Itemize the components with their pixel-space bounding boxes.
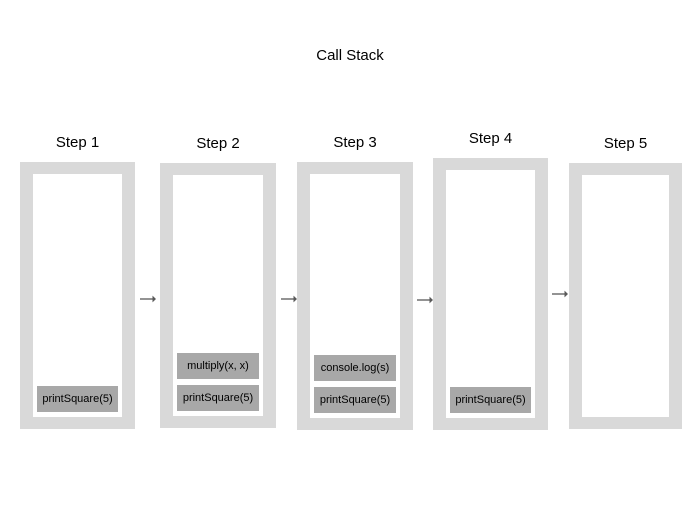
step-5-label: Step 5 bbox=[603, 135, 648, 152]
step-4-stack-container: printSquare(5) bbox=[433, 158, 548, 430]
step-2-stack-well: multiply(x, x) printSquare(5) bbox=[173, 175, 263, 416]
step-3-stack-well: console.log(s) printSquare(5) bbox=[310, 174, 400, 418]
step-1-stack-container: printSquare(5) bbox=[20, 162, 135, 429]
step-2-label: Step 2 bbox=[196, 135, 240, 152]
step-4-stack-frame: printSquare(5) bbox=[450, 387, 531, 413]
step-5-stack-well bbox=[582, 175, 669, 417]
step-4-group: Step 4 printSquare(5) bbox=[433, 131, 548, 430]
right-arrow-icon bbox=[552, 288, 568, 300]
step-5-group: Step 5 bbox=[569, 136, 682, 429]
step-2-stack-frame: multiply(x, x) bbox=[177, 353, 259, 379]
step-1-stack-well: printSquare(5) bbox=[33, 174, 122, 417]
step-4-label: Step 4 bbox=[468, 130, 513, 147]
step-5-stack-container bbox=[569, 163, 682, 429]
step-2-group: Step 2 multiply(x, x) printSquare(5) bbox=[160, 136, 276, 428]
step-1-label: Step 1 bbox=[55, 134, 100, 151]
step-3-stack-frame: console.log(s) bbox=[314, 355, 396, 381]
step-2-stack-frame: printSquare(5) bbox=[177, 385, 259, 411]
diagram-title: Call Stack bbox=[316, 47, 384, 64]
right-arrow-icon bbox=[140, 293, 156, 305]
step-3-label: Step 3 bbox=[333, 134, 377, 151]
right-arrow-icon bbox=[281, 293, 297, 305]
step-1-stack-frame: printSquare(5) bbox=[37, 386, 118, 412]
step-2-stack-container: multiply(x, x) printSquare(5) bbox=[160, 163, 276, 428]
step-3-stack-frame: printSquare(5) bbox=[314, 387, 396, 413]
step-3-stack-container: console.log(s) printSquare(5) bbox=[297, 162, 413, 430]
step-1-group: Step 1 printSquare(5) bbox=[20, 135, 135, 429]
right-arrow-icon bbox=[417, 294, 433, 306]
step-3-group: Step 3 console.log(s) printSquare(5) bbox=[297, 135, 413, 430]
step-4-stack-well: printSquare(5) bbox=[446, 170, 535, 418]
